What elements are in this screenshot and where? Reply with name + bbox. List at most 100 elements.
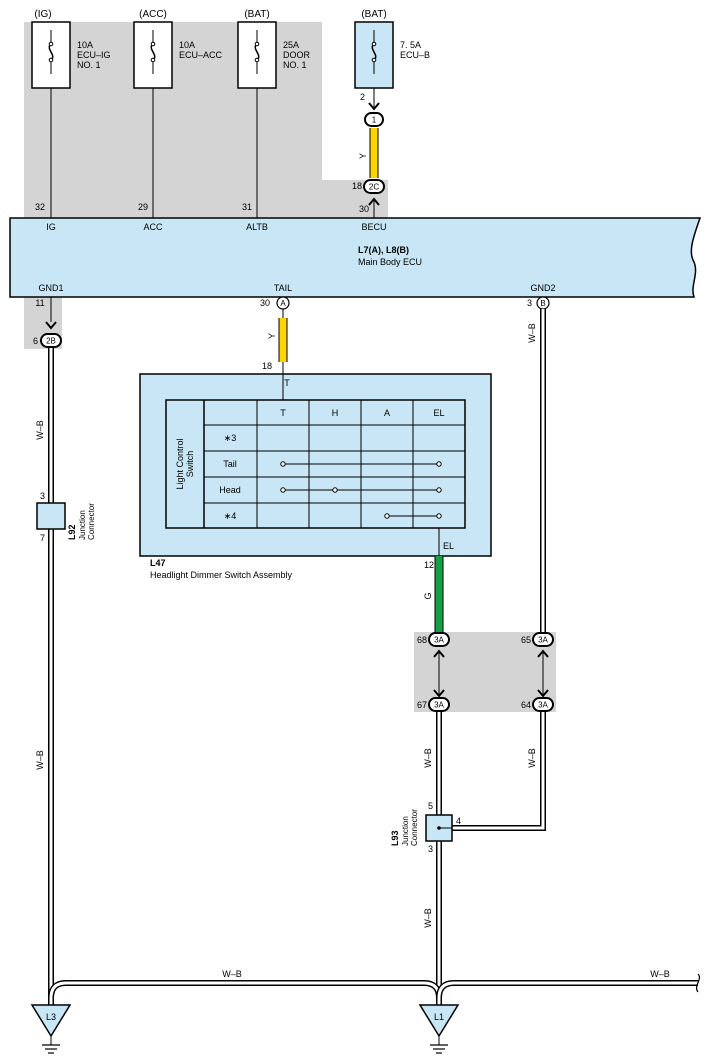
junction-pin: 7: [40, 533, 45, 543]
junction-code: L92: [67, 524, 77, 540]
fuse-power-label: (BAT): [244, 9, 269, 20]
fuse-power-label: (BAT): [361, 9, 386, 20]
ecu-pin-label: GND1: [38, 283, 63, 293]
connector-pin: 2: [360, 92, 365, 102]
connector-pin: 68: [417, 635, 427, 645]
fuse-ecu-acc: (ACC) 10A ECU–ACC: [133, 9, 223, 89]
switch-pin-label: T: [284, 378, 290, 388]
connector-3a-67: 67 3A: [417, 689, 450, 712]
connector-label: 2C: [369, 183, 379, 192]
table-row-label: ∗4: [224, 511, 237, 521]
connector-3a-65: 65 3A: [521, 632, 554, 658]
connector-1: 2 1: [360, 92, 384, 127]
table-col-header: A: [384, 408, 390, 418]
arrow-icon: [45, 321, 57, 330]
wire-wb-64: [452, 712, 546, 831]
wire-color-g: G: [423, 592, 433, 599]
junction-name: Junction: [78, 510, 87, 540]
junction-name: Junction: [401, 816, 410, 846]
pin-conn-label: B: [540, 299, 545, 308]
ground-l1-icon: L1: [418, 1004, 460, 1054]
main-body-ecu: 32 IG 29 ACC 31 ALTB 30 BECU L7(A), L8(B…: [9, 202, 702, 298]
ground-l3-icon: L3: [30, 1004, 72, 1054]
junction-pin: 3: [428, 844, 433, 854]
fuse-ecu-b: (BAT) 7. 5A ECU–B: [354, 9, 430, 89]
wire-color-wb: W–B: [423, 748, 433, 768]
ecu-pin-num: 11: [35, 298, 44, 308]
fuse-rating: 25A: [283, 40, 299, 50]
fuse-rating: 10A: [179, 40, 195, 50]
connector-label: 3A: [434, 701, 444, 710]
pin-conn-label: A: [280, 299, 286, 308]
ecu-pin-label: BECU: [361, 222, 386, 232]
table-row-label: ∗3: [224, 433, 237, 443]
switch-code: L47: [150, 558, 166, 568]
junction-connector-l92: 3 7 L92 Junction Connector: [36, 491, 96, 543]
continuity-4: [384, 513, 442, 519]
ecu-pin-num: 3: [527, 298, 532, 308]
fuse-power-label: (IG): [34, 9, 51, 20]
junction-pin: 4: [456, 816, 461, 826]
fuse-name: ECU–ACC: [179, 50, 223, 60]
continuity-head: [280, 487, 442, 493]
connector-label: 3A: [538, 701, 548, 710]
table-col-header: H: [332, 408, 339, 418]
wire-color-wb: W–B: [650, 969, 670, 979]
wire-color-y: Y: [267, 333, 277, 339]
table-col-header: T: [280, 408, 286, 418]
ecu-name: Main Body ECU: [358, 257, 422, 267]
table-title: Light Control: [175, 438, 185, 489]
connector-2c: 18 2C: [352, 179, 385, 218]
switch-name: Headlight Dimmer Switch Assembly: [150, 570, 293, 580]
connector-pin: 6: [33, 336, 38, 346]
ecu-code: L7(A), L8(B): [358, 245, 409, 255]
fuse-rating: 7. 5A: [400, 40, 421, 50]
wire-color-wb: W–B: [423, 908, 433, 928]
wire-color-wb: W–B: [527, 323, 537, 343]
fuse-name: ECU–IG: [77, 50, 111, 60]
light-control-switch-table: [165, 399, 466, 529]
connector-pin: 18: [352, 181, 362, 191]
switch-pin: 12: [424, 560, 434, 570]
fuse-name: DOOR: [283, 50, 311, 60]
ecu-pin-num: 29: [138, 202, 148, 212]
ecu-pin-num: 32: [35, 202, 45, 212]
wire-color-y: Y: [358, 153, 368, 159]
fuse-ecu-ig: (IG) 10A ECU–IG NO. 1: [31, 9, 111, 89]
ecu-pin-num: 30: [260, 298, 270, 308]
fuse-name-2: NO. 1: [283, 60, 307, 70]
table-row-label: Head: [219, 485, 241, 495]
ecu-pin-label: ACC: [143, 222, 163, 232]
ecu-pin-label: GND2: [530, 283, 555, 293]
fuse-name-2: NO. 1: [77, 60, 101, 70]
junction-pin: 5: [428, 801, 433, 811]
switch-pin: 18: [262, 361, 272, 371]
ecu-pin-label: IG: [46, 222, 56, 232]
fuse-door: (BAT) 25A DOOR NO. 1: [237, 9, 311, 89]
wire-color-wb: W–B: [35, 750, 45, 770]
table-title-2: Switch: [185, 451, 195, 478]
fuse-name: ECU–B: [400, 50, 430, 60]
ecu-pin-num: 30: [359, 204, 369, 214]
ecu-pin-label: TAIL: [274, 283, 292, 293]
wire-color-wb: W–B: [222, 969, 242, 979]
connector-3a-64: 64 3A: [521, 689, 554, 712]
connector-pin: 67: [417, 700, 427, 710]
wire-color-wb: W–B: [35, 420, 45, 440]
continuity-tail: [280, 461, 442, 467]
connector-pin: 65: [521, 635, 531, 645]
ecu-pin-num: 31: [242, 202, 252, 212]
junction-pin: 3: [40, 491, 45, 501]
junction-name-2: Connector: [410, 809, 419, 846]
fuse-rating: 10A: [77, 40, 93, 50]
connector-pin: 64: [521, 700, 531, 710]
table-row-label: Tail: [223, 459, 237, 469]
headlight-dimmer-switch: T Light Control Switch T H A EL ∗3 Tail …: [139, 373, 492, 557]
wire-wb-bottom: [48, 973, 701, 999]
connector-2b: 6 2B: [33, 333, 62, 348]
ground-label: L3: [46, 1012, 56, 1022]
wire-color-wb: W–B: [527, 748, 537, 768]
connector-label: 3A: [538, 636, 548, 645]
table-col-header: EL: [433, 408, 444, 418]
